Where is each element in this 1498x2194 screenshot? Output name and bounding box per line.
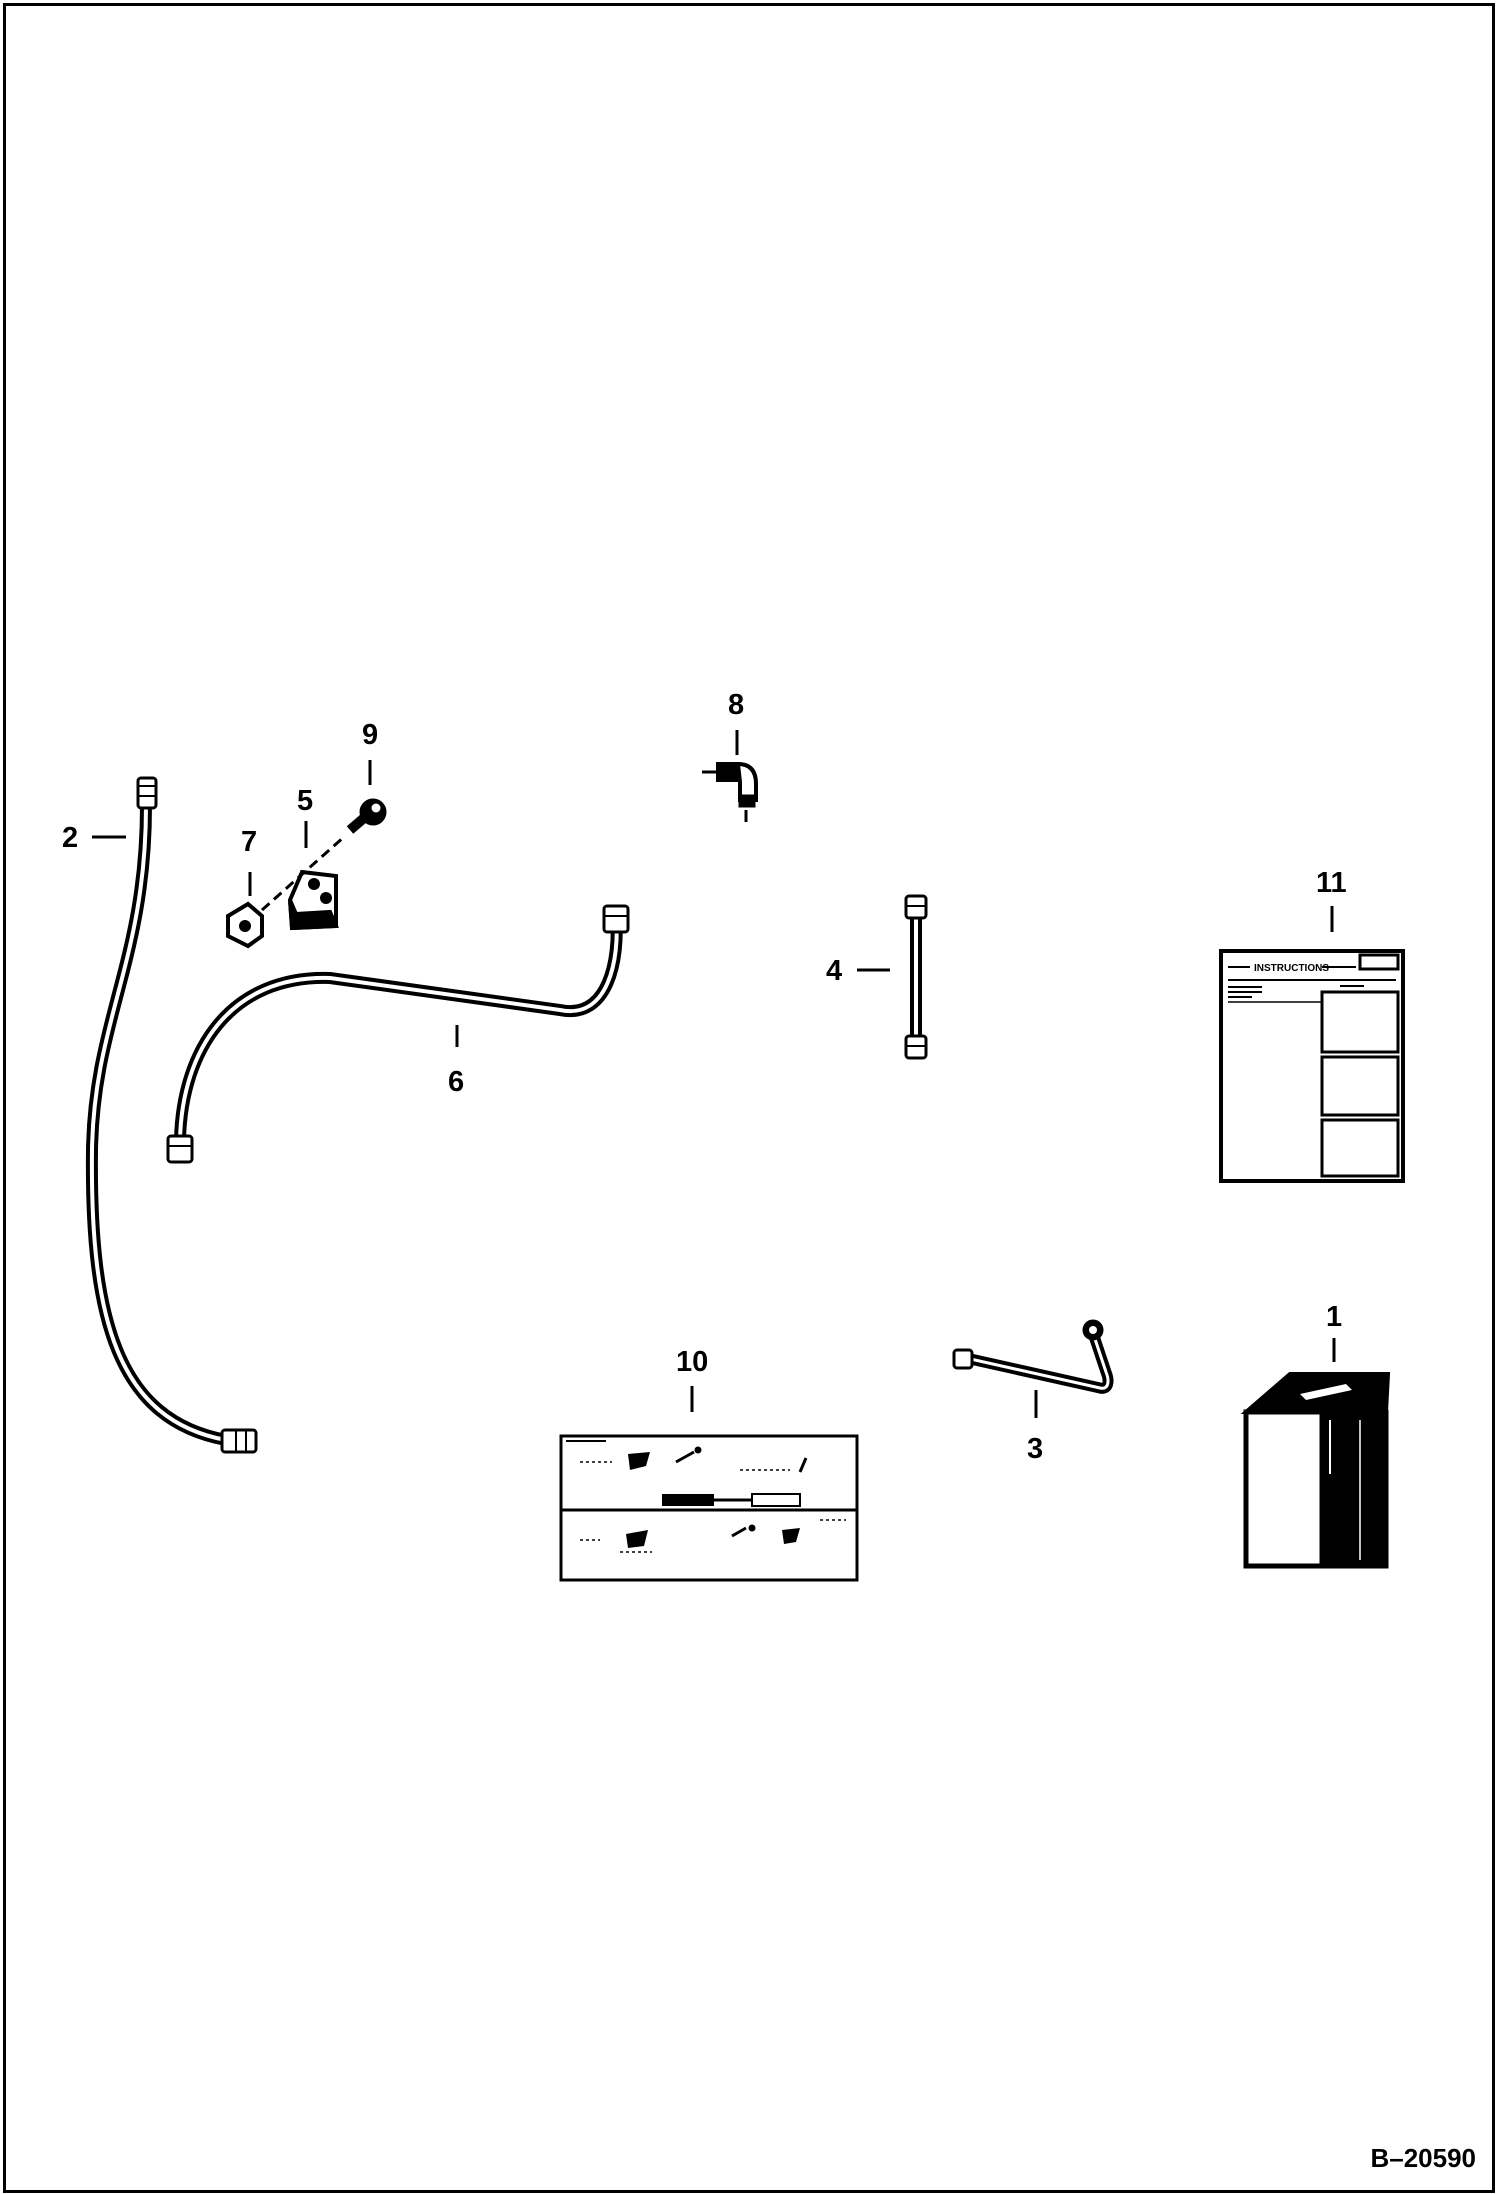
instruction-sheet-part-11: INSTRUCTIONS: [1219, 949, 1405, 1183]
callout-3: 3: [1027, 1433, 1043, 1465]
bent-tube-part-3: [952, 1319, 1114, 1394]
bolt-part-9: [261, 798, 387, 912]
callout-11: 11: [1316, 867, 1347, 899]
hose-long-part: [85, 776, 258, 1454]
nut-part-7: [226, 901, 264, 949]
callout-7: 7: [241, 826, 257, 858]
callout-10: 10: [676, 1346, 708, 1378]
decal-part-10: [559, 1434, 859, 1582]
callout-9: 9: [362, 719, 378, 751]
elbow-fitting-part-8: [702, 761, 758, 822]
callout-5: 5: [297, 785, 313, 817]
callout-8: 8: [728, 689, 744, 721]
box-part-1: [1240, 1372, 1391, 1569]
callout-4: 4: [826, 955, 842, 987]
callout-2: 2: [62, 822, 78, 854]
callout-1: 1: [1326, 1301, 1342, 1333]
bracket-part-5: [287, 869, 339, 931]
instruction-sheet-heading: INSTRUCTIONS: [1254, 963, 1329, 974]
tube-part-4: [904, 894, 928, 1060]
drawing-number: B–20590: [1370, 2143, 1476, 2173]
callout-6: 6: [448, 1066, 464, 1098]
hose-part-6: [166, 904, 630, 1164]
drawing-border: [3, 3, 1495, 2193]
